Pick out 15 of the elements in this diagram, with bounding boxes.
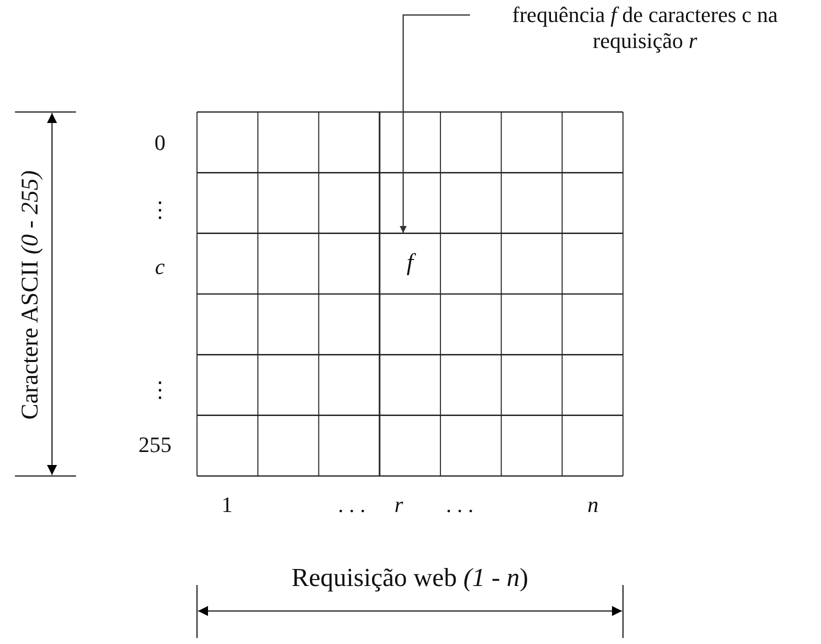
axis-title: Caractere ASCII (0 - 255) xyxy=(18,170,42,420)
column-label: n xyxy=(588,494,598,516)
column-label: 1 xyxy=(222,494,232,516)
row-label: 0 xyxy=(154,132,166,154)
ellipsis: ⋮ xyxy=(149,379,171,401)
matrix-cell: f xyxy=(380,233,440,294)
row-label: c xyxy=(155,256,165,278)
ellipsis: . . . xyxy=(446,494,474,516)
column-label: r xyxy=(394,494,404,516)
axis-title: Requisição web (1 - n) xyxy=(292,565,528,591)
ellipsis: . . . xyxy=(338,494,366,516)
row-label: 255 xyxy=(138,434,172,456)
ellipsis: ⋮ xyxy=(149,199,171,221)
annotation-text: frequência f de caracteres c na requisição r xyxy=(470,2,820,55)
leader-line xyxy=(400,14,470,233)
